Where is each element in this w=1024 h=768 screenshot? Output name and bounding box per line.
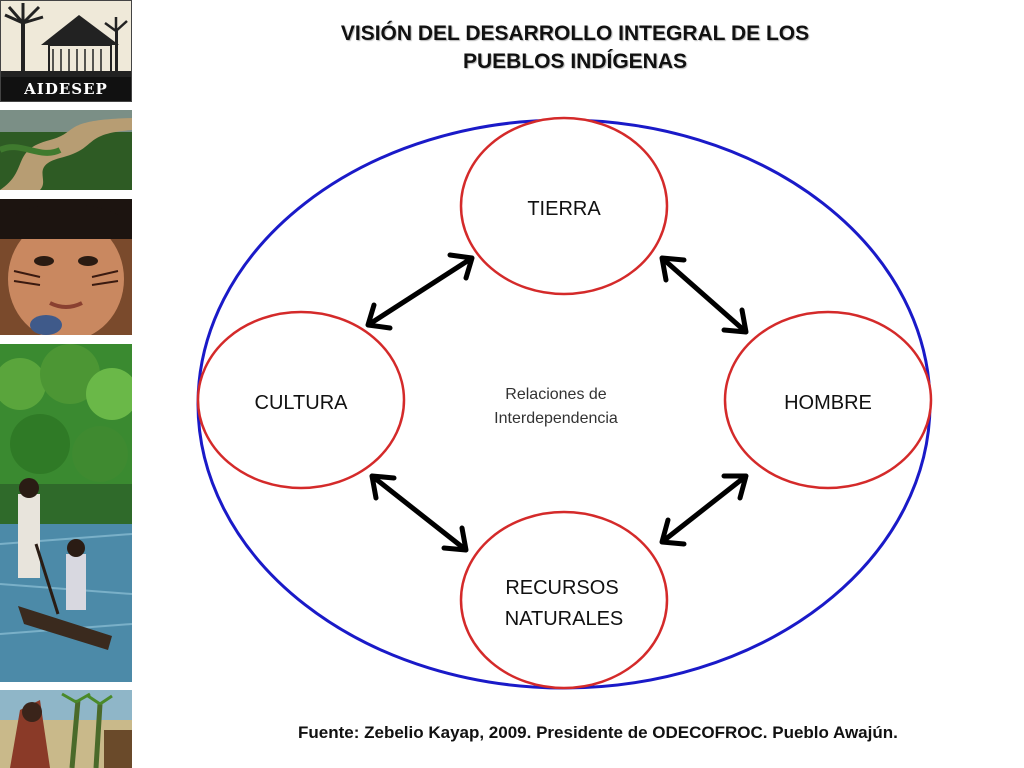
source-citation: Fuente: Zebelio Kayap, 2009. Presidente … — [298, 723, 898, 742]
node-tierra-circle — [459, 116, 669, 296]
canoe-photo — [0, 344, 132, 682]
painting-photo — [0, 690, 132, 768]
center-label-line-1: Relaciones de — [505, 386, 607, 403]
arrow-recursos-hombre — [659, 473, 749, 547]
node-hombre-label: HOMBRE — [784, 392, 872, 414]
outer-ring — [196, 118, 932, 690]
node-hombre-circle — [723, 310, 933, 490]
photo-strip: AIDESEP — [0, 0, 134, 768]
child-portrait-photo — [0, 199, 132, 335]
node-recursos-label-line-1: RECURSOS — [505, 577, 618, 599]
title-line-1: VISIÓN DEL DESARROLLO INTEGRAL DE LOS — [340, 22, 810, 45]
arrow-tierra-hombre — [659, 255, 749, 335]
title-line-2: PUEBLOS INDÍGENAS — [462, 50, 688, 73]
arrow-cultura-recursos — [369, 473, 469, 553]
node-cultura-circle — [196, 310, 406, 490]
node-cultura-label: CULTURA — [255, 392, 349, 414]
node-recursos-label-line-2: NATURALES — [505, 608, 624, 630]
aidesep-logo: AIDESEP — [0, 0, 132, 102]
logo-text: AIDESEP — [1, 77, 131, 101]
logo-hut-icon — [1, 1, 131, 79]
node-recursos-circle — [459, 510, 669, 690]
arrow-cultura-tierra — [365, 252, 475, 331]
node-tierra-label: TIERRA — [527, 198, 601, 220]
page-title: VISIÓN DEL DESARROLLO INTEGRAL DE LOS PU… — [250, 20, 900, 76]
river-photo — [0, 110, 132, 190]
center-label-line-2: Interdependencia — [494, 410, 618, 427]
